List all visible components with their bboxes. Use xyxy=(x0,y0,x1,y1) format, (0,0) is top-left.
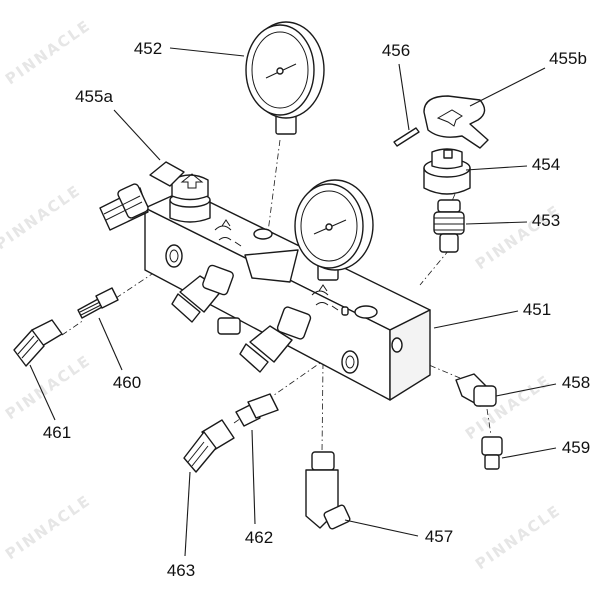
callout-455b: 455b xyxy=(549,49,587,68)
callout-458: 458 xyxy=(562,373,590,392)
callout-459: 459 xyxy=(562,438,590,457)
callout-463: 463 xyxy=(167,561,195,580)
manifold-plug-lower xyxy=(217,317,241,335)
valve-position-markings xyxy=(214,219,339,311)
watermark-text: PINNACLE xyxy=(2,351,94,423)
pressure-gauge-452 xyxy=(245,21,325,135)
callout-455a: 455a xyxy=(75,87,113,106)
manifold-port xyxy=(165,244,183,268)
callout-456: 456 xyxy=(382,41,410,60)
manifold-port xyxy=(341,350,359,374)
swivel-elbow-463 xyxy=(183,419,235,473)
callout-462: 462 xyxy=(245,528,273,547)
watermark-text: PINNACLE xyxy=(2,16,94,88)
callout-labels: 452 455a 456 455b 454 453 451 458 459 45… xyxy=(43,39,590,580)
manifold-elbow-fitting-middle xyxy=(171,264,234,323)
manifold-elbow-fitting-left xyxy=(99,183,149,231)
hex-nipple-462 xyxy=(235,393,279,427)
swivel-elbow-457 xyxy=(305,451,351,530)
valve-handle-455a xyxy=(149,161,211,223)
valve-cartridge-453 xyxy=(433,199,465,253)
swivel-elbow-461 xyxy=(13,319,63,367)
callout-457: 457 xyxy=(425,527,453,546)
swivel-elbow-458 xyxy=(455,373,497,407)
callout-461: 461 xyxy=(43,423,71,442)
pressure-gauge-mounted xyxy=(294,179,374,281)
valve-bonnet-454 xyxy=(423,148,471,195)
callout-453: 453 xyxy=(532,211,560,230)
watermark-text: PINNACLE xyxy=(0,181,84,253)
watermark-text: PINNACLE xyxy=(2,491,94,563)
callout-454: 454 xyxy=(532,155,560,174)
callout-451: 451 xyxy=(523,300,551,319)
valve-handle-455b xyxy=(423,95,489,149)
manifold-block-451 xyxy=(144,189,431,401)
leader-lines xyxy=(29,47,557,557)
adapter-459 xyxy=(481,436,503,470)
roll-pin-456 xyxy=(393,127,420,147)
manifold-elbow-fitting-right xyxy=(239,306,312,373)
manifold-port xyxy=(391,337,403,353)
watermark-text: PINNACLE xyxy=(472,501,564,573)
manifold-port xyxy=(354,305,378,319)
callout-460: 460 xyxy=(113,373,141,392)
callout-452: 452 xyxy=(134,39,162,58)
hex-nipple-460 xyxy=(77,287,119,319)
